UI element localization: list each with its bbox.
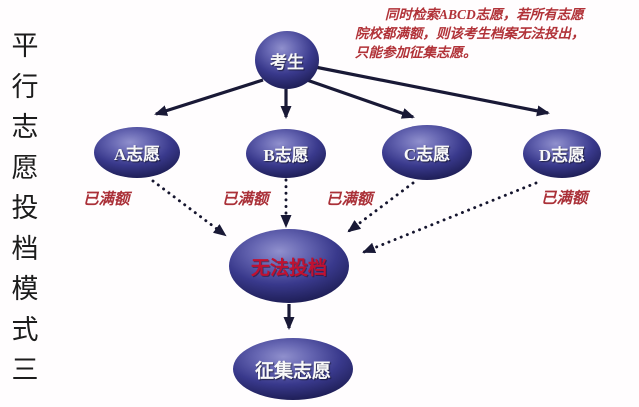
node-candidate: 考生: [255, 31, 319, 89]
dotted-arrow-c-to-cannot-file: [347, 181, 415, 233]
node-choice-d-label: D志愿: [538, 146, 586, 165]
arrow-candidate-to-a: [154, 78, 264, 116]
annotation-note: 同时检索ABCD志愿，若所有志愿 院校都满额，则该考生档案无法投出， 只能参加征…: [355, 5, 639, 62]
annotation-line-3: 只能参加征集志愿。: [355, 45, 477, 60]
node-choice-c: C志愿: [382, 125, 472, 180]
annotation-line-2: 院校都满额，则该考生档案无法投出，: [355, 26, 585, 41]
full-badge-c: 已满额: [326, 191, 373, 208]
annotation-line-1: 同时检索ABCD志愿，若所有志愿: [385, 7, 584, 22]
node-choice-b: B志愿: [246, 129, 326, 178]
node-choice-c-label: C志愿: [403, 145, 451, 164]
dotted-arrow-a-to-cannot-file: [151, 179, 227, 237]
node-cannot-file-label: 无法投档: [250, 257, 327, 279]
node-choice-a-label: A志愿: [113, 145, 161, 164]
arrow-candidate-to-c: [303, 77, 415, 119]
full-badge-d: 已满额: [541, 190, 588, 207]
node-candidate-label: 考生: [270, 52, 304, 72]
node-collect: 征集志愿: [233, 338, 353, 400]
node-cannot-file: 无法投档: [229, 229, 349, 303]
dotted-arrow-d-to-cannot-file: [362, 181, 538, 254]
full-badge-b: 已满额: [222, 191, 269, 208]
node-collect-label: 征集志愿: [254, 360, 331, 382]
node-choice-d: D志愿: [523, 129, 601, 178]
full-badge-a: 已满额: [83, 191, 130, 208]
vertical-title: 平行志愿投档模式三: [11, 31, 39, 385]
node-choice-b-label: B志愿: [263, 146, 309, 165]
node-choice-a: A志愿: [94, 127, 180, 178]
arrow-candidate-to-d: [314, 65, 550, 117]
